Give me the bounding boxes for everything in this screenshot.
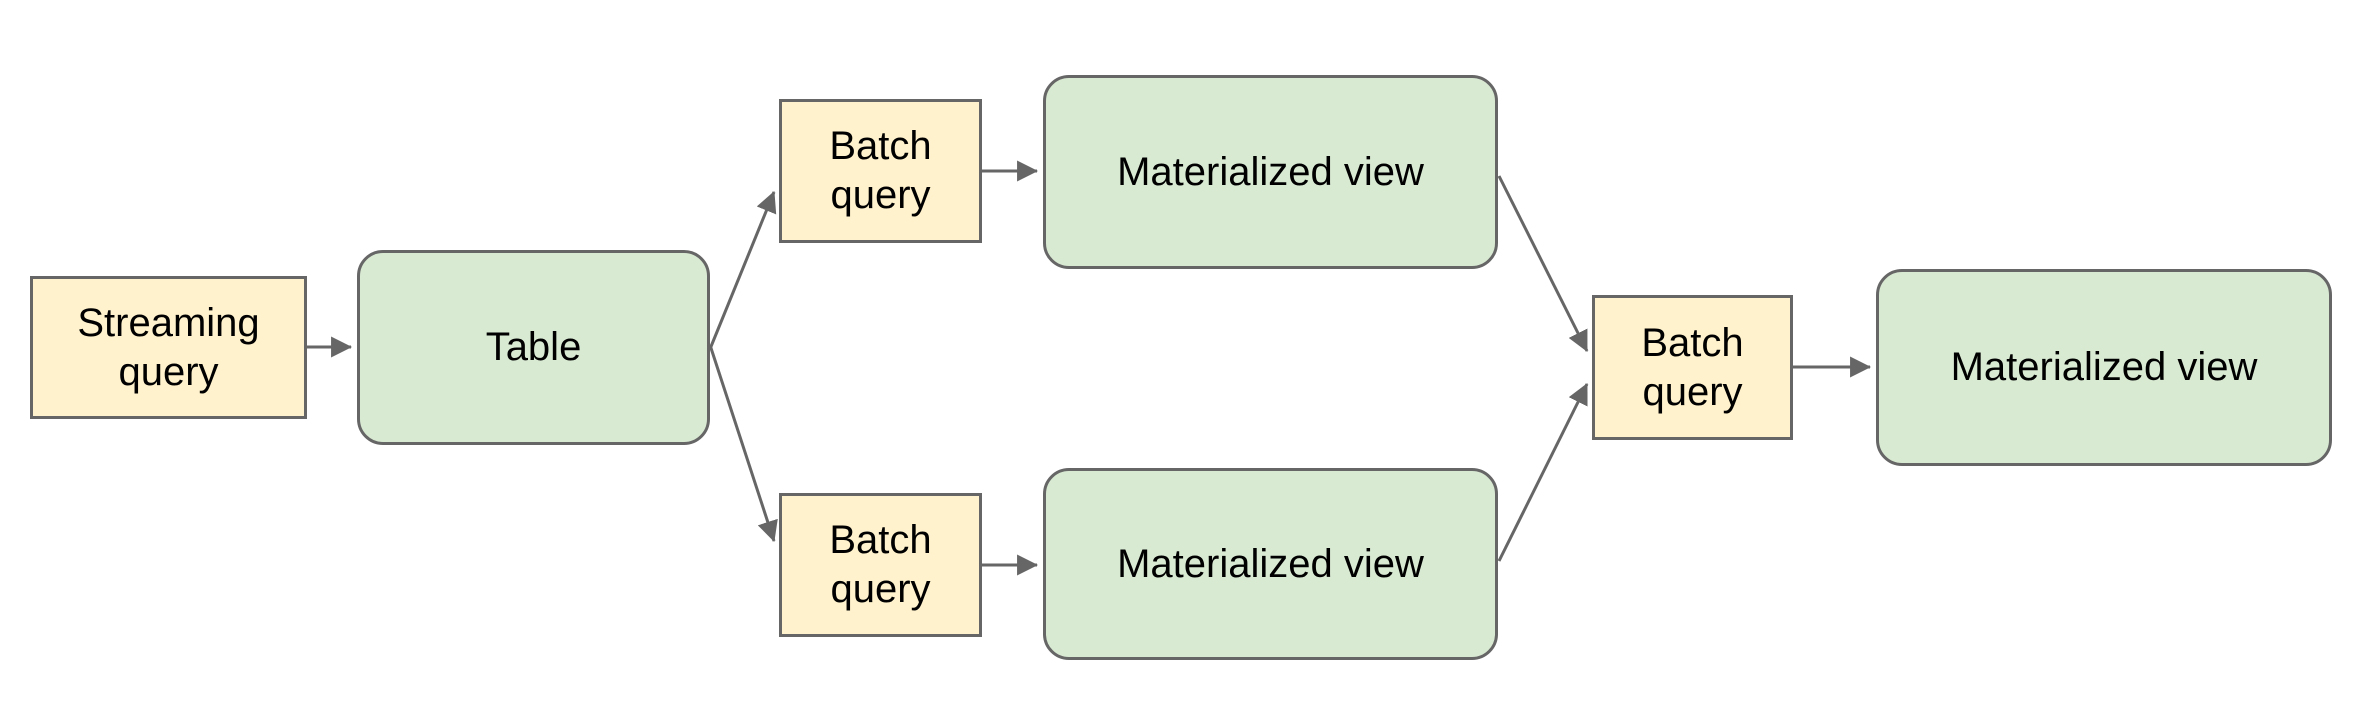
node-batch-query-join[interactable]: Batch query bbox=[1592, 295, 1793, 440]
node-batch-query-top[interactable]: Batch query bbox=[779, 99, 982, 243]
node-label: Materialized view bbox=[1117, 149, 1424, 194]
node-label: Streaming query bbox=[77, 300, 260, 394]
node-label: Batch query bbox=[1641, 320, 1744, 414]
node-materialized-view-top[interactable]: Materialized view bbox=[1043, 75, 1498, 269]
edge-materialized-view-bottom-to-batch-query-join bbox=[1497, 383, 1589, 562]
node-label: Materialized view bbox=[1950, 345, 2258, 389]
node-label: Table bbox=[485, 325, 582, 369]
node-streaming-query[interactable]: Streaming query bbox=[30, 276, 307, 419]
node-table[interactable]: Table bbox=[357, 250, 710, 445]
edge-materialized-view-top-to-batch-query-join bbox=[1497, 175, 1589, 352]
node-label: Batch query bbox=[829, 518, 932, 611]
node-materialized-view-final[interactable]: Materialized view bbox=[1876, 269, 2332, 466]
node-batch-query-bottom[interactable]: Batch query bbox=[779, 493, 982, 637]
node-label: Materialized view bbox=[1117, 541, 1424, 586]
edge-table-to-batch-query-top bbox=[708, 191, 777, 350]
node-label: Batch query bbox=[829, 124, 932, 217]
edge-table-to-batch-query-bottom bbox=[708, 344, 778, 542]
node-materialized-view-bottom[interactable]: Materialized view bbox=[1043, 468, 1498, 660]
